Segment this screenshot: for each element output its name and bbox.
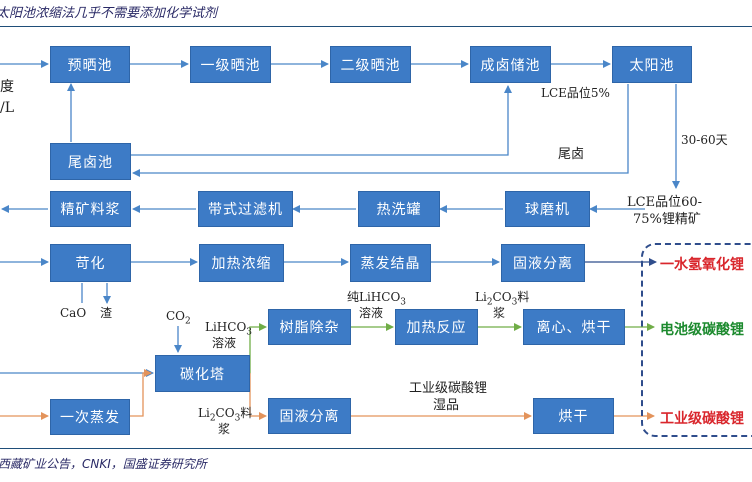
title-rule: [0, 26, 752, 27]
figure-title: 太阳池浓缩法几乎不需要添加化学试剂: [0, 6, 218, 21]
label-li2co3-bot-line2: 浆: [218, 422, 231, 436]
box-erji: 二级晒池: [330, 46, 411, 83]
box-qiumo: 球磨机: [505, 191, 590, 227]
left-label-1: 度: [0, 79, 14, 95]
source-note: 西藏矿业公告，CNKI，国盛证券研究所: [0, 457, 207, 471]
box-kehua: 苛化: [50, 244, 131, 282]
label-lce60-line1: LCE品位60-: [627, 195, 703, 210]
label-zha: 渣: [100, 306, 113, 320]
arrow-yici-tanhua: [130, 369, 152, 417]
label-lce5: LCE品位5%: [541, 86, 610, 100]
output-battery-li2co3: 电池级碳酸锂: [660, 322, 744, 338]
label-days: 30-60天: [681, 133, 728, 147]
box-lixin: 离心、烘干: [523, 309, 625, 345]
box-chenglu: 成卤储池: [470, 46, 551, 83]
label-gongye-line1: 工业级碳酸锂: [409, 381, 488, 396]
box-guye-2: 固液分离: [268, 398, 351, 434]
box-zhengfa: 蒸发结晶: [350, 244, 431, 282]
box-jiare-fanying: 加热反应: [395, 309, 478, 345]
products-group: [641, 243, 752, 437]
arrow-taiyang-weilu: [132, 84, 629, 177]
box-jingkuang: 精矿料浆: [50, 191, 131, 227]
box-weiluchi: 尾卤池: [50, 143, 131, 180]
label-chunli-line2: 溶液: [359, 306, 384, 320]
box-rexiguan: 热洗罐: [358, 191, 440, 227]
box-tanhuata: 碳化塔: [155, 355, 250, 392]
label-lce60-line2: 75%锂精矿: [633, 212, 701, 227]
label-li2co3-bot-line1: Li2CO3料: [198, 406, 253, 424]
label-li2co3-top-line1: Li2CO3料: [475, 290, 530, 308]
label-lihco3-line2: 溶液: [212, 336, 237, 350]
output-lioh: 一水氢氧化锂: [660, 257, 744, 273]
label-weilu: 尾卤: [558, 147, 585, 162]
arrow-tanhua-guye: [249, 373, 267, 420]
box-yici: 一次蒸发: [50, 399, 130, 435]
box-taiyangchi: 太阳池: [612, 46, 692, 83]
label-lihco3-line1: LiHCO3: [205, 320, 253, 338]
box-yiji: 一级晒池: [190, 46, 271, 83]
box-yushaichi: 预晒池: [50, 46, 130, 83]
label-co2: CO2: [166, 309, 191, 327]
label-cao: CaO: [60, 306, 87, 320]
left-label-2: /L: [0, 100, 15, 116]
box-jiare-nongsuo: 加热浓缩: [199, 244, 284, 282]
label-li2co3-top-line2: 浆: [493, 306, 506, 320]
arrow-weilu-chenglu: [131, 85, 512, 156]
footer-rule: [0, 448, 752, 449]
label-chunli-line1: 纯LiHCO3: [347, 290, 407, 308]
box-guye-1: 固液分离: [501, 244, 585, 282]
label-gongye-line2: 湿品: [433, 398, 460, 413]
box-honggan: 烘干: [533, 398, 614, 434]
output-industrial-li2co3: 工业级碳酸锂: [660, 411, 744, 427]
box-shuzhi: 树脂除杂: [268, 309, 351, 345]
box-daishi: 带式过滤机: [198, 191, 293, 227]
